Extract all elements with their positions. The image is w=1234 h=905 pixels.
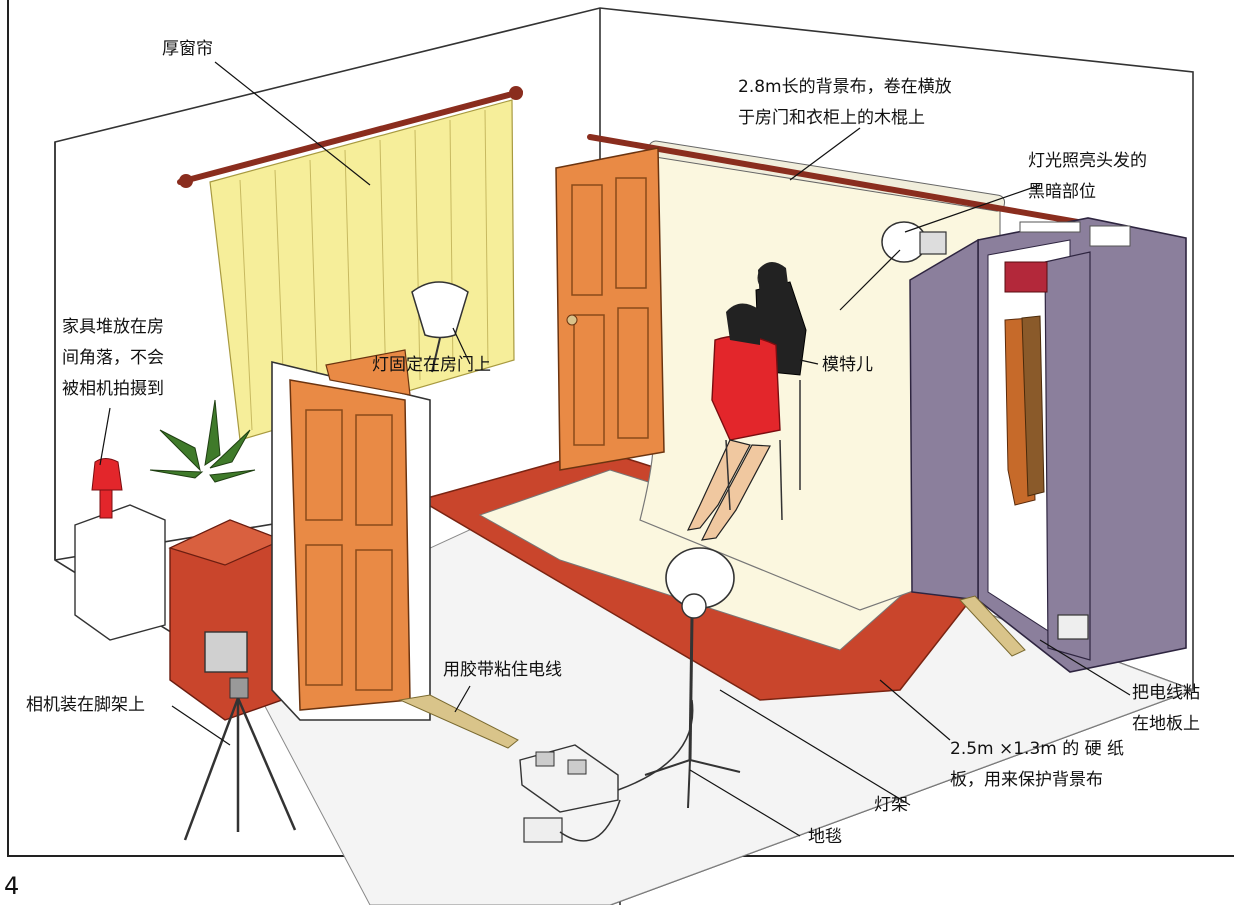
wardrobe bbox=[909, 217, 1187, 673]
label-curtain: 厚窗帘 bbox=[162, 39, 213, 59]
models bbox=[686, 261, 807, 541]
corner-furniture bbox=[74, 399, 284, 721]
main-light-stand bbox=[644, 547, 741, 809]
label-furniture: 家具堆放在房 间角落，不会 被相机拍摄到 bbox=[62, 317, 164, 399]
power-strip bbox=[398, 595, 1089, 843]
front-door bbox=[271, 349, 431, 721]
label-model: 模特儿 bbox=[822, 355, 873, 375]
label-carpet: 地毯 bbox=[808, 827, 842, 847]
label-light-stand: 灯架 bbox=[874, 795, 908, 815]
backdrop-pole bbox=[587, 134, 1098, 228]
label-hair-light: 灯光照亮头发的 黑暗部位 bbox=[1028, 151, 1147, 202]
label-door-lamp: 灯固定在房门上 bbox=[372, 355, 491, 375]
label-tape: 用胶带粘住电线 bbox=[443, 660, 562, 680]
label-protective-board: 2.5m ×1.3m 的 硬 纸 板，用来保护背景布 bbox=[950, 739, 1125, 790]
label-tape-cable: 把电线粘 在地板上 bbox=[1132, 683, 1200, 734]
camera-tripod bbox=[183, 631, 297, 841]
curtain bbox=[177, 86, 523, 441]
label-camera: 相机装在脚架上 bbox=[26, 695, 145, 715]
leader-lines bbox=[99, 61, 1131, 837]
hair-light bbox=[881, 221, 947, 263]
page-number: 4 bbox=[4, 872, 20, 900]
back-door bbox=[555, 147, 665, 471]
door-lamp bbox=[411, 281, 469, 373]
label-backdrop: 2.8m长的背景布，卷在横放 于房门和衣柜上的木棍上 bbox=[738, 77, 952, 128]
